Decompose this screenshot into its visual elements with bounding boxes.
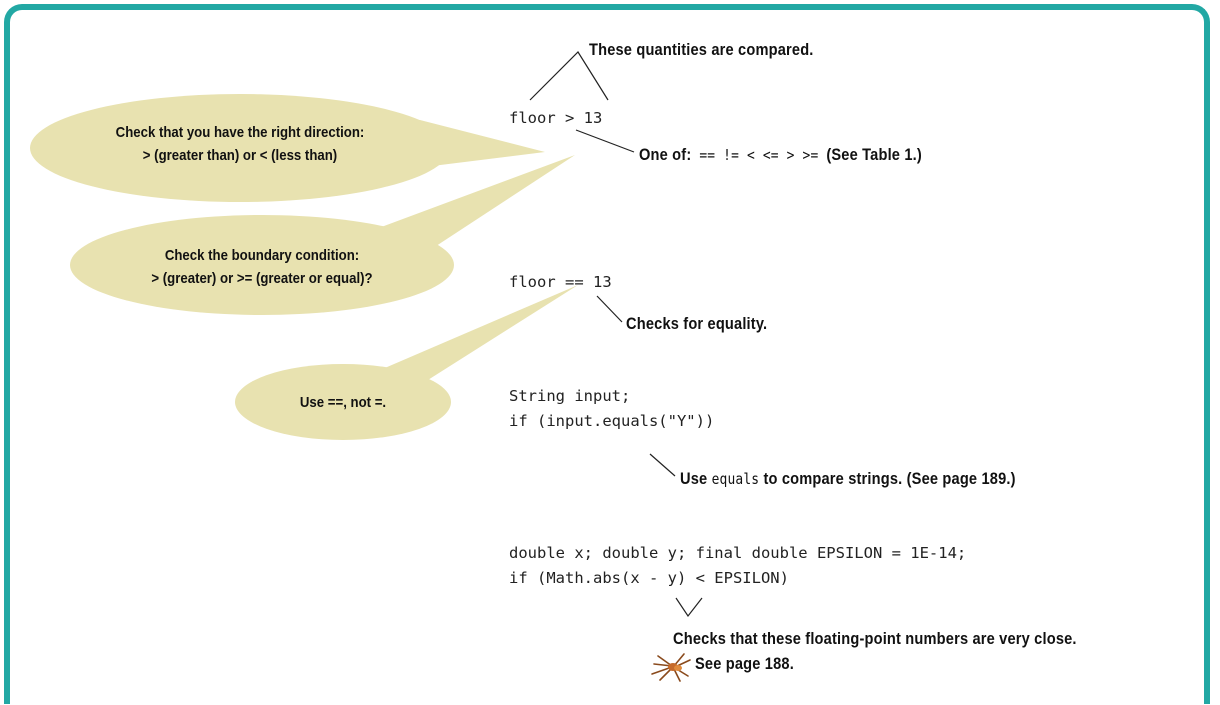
compare-connector [529, 51, 609, 101]
one-of-prefix: One of: [639, 145, 692, 164]
spider-icon [650, 652, 692, 682]
code-double-decl: double x; double y; final double EPSILON… [509, 544, 967, 562]
use-equals-prefix: Use [680, 469, 712, 488]
use-equals-code: equals [711, 470, 760, 488]
bubble-boundary-text: Check the boundary condition: > (greater… [95, 244, 429, 290]
bubble-use-eq-text: Use ==, not =. [299, 394, 387, 411]
equality-connector [596, 295, 623, 323]
bubble-direction-text: Check that you have the right direction:… [64, 121, 416, 167]
one-of-suffix: (See Table 1.) [826, 145, 922, 164]
equals-connector [649, 453, 676, 477]
annotation-checks-equality: Checks for equality. [626, 314, 768, 333]
one-of-operators: == != < <= > >= [691, 146, 827, 164]
one-of-connector [575, 129, 635, 153]
bubble-direction-line2: > (greater than) or < (less than) [142, 147, 338, 164]
bubble-boundary-line2: > (greater) or >= (greater or equal)? [151, 270, 373, 287]
floating-connector [675, 597, 703, 618]
bubble-direction-line1: Check that you have the right direction: [115, 124, 365, 141]
bubble-direction [30, 94, 450, 202]
annotation-use-equals: Use equals to compare strings. (See page… [680, 469, 1016, 489]
bubble-use-eq-tail [380, 285, 578, 385]
annotation-one-of: One of: == != < <= > >= (See Table 1.) [639, 145, 922, 165]
code-string-input: String input; [509, 387, 631, 405]
bubble-boundary-tail [360, 155, 575, 250]
bubble-boundary-line1: Check the boundary condition: [164, 247, 360, 264]
code-floor-eq: floor == 13 [509, 273, 612, 291]
code-if-math-abs: if (Math.abs(x - y) < EPSILON) [509, 569, 789, 587]
annotation-see-page-188: See page 188. [695, 654, 794, 673]
annotation-quantities-compared: These quantities are compared. [589, 40, 814, 59]
bubble-use-eq [235, 364, 451, 440]
code-floor-gt: floor > 13 [509, 109, 603, 127]
code-if-equals: if (input.equals("Y")) [509, 412, 715, 430]
use-equals-suffix: to compare strings. (See page 189.) [759, 469, 1016, 488]
bubble-boundary [70, 215, 454, 315]
annotation-floating-point: Checks that these floating-point numbers… [673, 629, 1077, 648]
